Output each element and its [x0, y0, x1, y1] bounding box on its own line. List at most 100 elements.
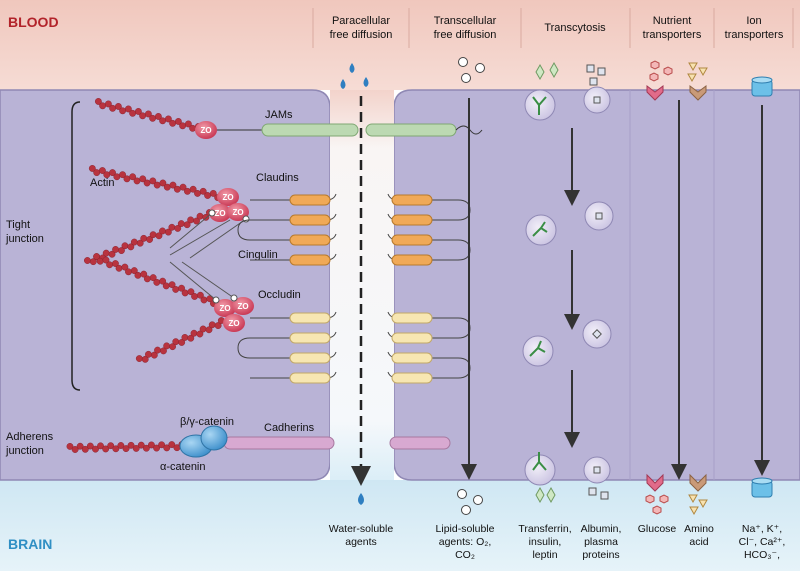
jam-protein-left: [261, 123, 359, 137]
actin-bead: [76, 442, 84, 450]
cingulin-label: Cingulin: [238, 249, 278, 261]
actin-bead: [178, 339, 186, 346]
zo-label: ZO: [222, 193, 233, 202]
actin-bead: [149, 177, 157, 185]
caption-amino-1: Amino: [684, 523, 714, 535]
adherens-junction-label-1: Adherens: [6, 431, 54, 443]
actin-bead: [127, 243, 135, 251]
zo-protein: [217, 188, 239, 206]
water-drop-icon: [363, 77, 369, 87]
cadherin-left: [223, 436, 335, 450]
actin-bead: [135, 355, 143, 362]
caption-ions-2: Cl⁻, Ca²⁺,: [739, 536, 786, 548]
actin-label: Actin: [90, 177, 114, 189]
actin-bead: [146, 236, 153, 243]
alpha-catenin-label: α-catenin: [160, 461, 206, 473]
actin-bead: [187, 288, 195, 296]
zo-protein: [223, 314, 245, 332]
ion-channel-top: [751, 76, 773, 97]
actin-bead: [158, 441, 166, 449]
blood-title: BLOOD: [8, 14, 59, 30]
actin-bead: [159, 277, 167, 285]
occludin-label: Occludin: [258, 289, 301, 301]
actin-bead: [109, 104, 117, 112]
actin-bead: [92, 445, 99, 453]
header-nutrient-2: transporters: [643, 29, 702, 41]
actin-bead: [127, 441, 135, 449]
water-drop-icon: [358, 493, 364, 505]
actin-bead: [102, 249, 110, 257]
actin-bead: [184, 120, 192, 128]
actin-bead: [115, 264, 123, 272]
zo-label: ZO: [232, 208, 243, 217]
actin-bead: [102, 445, 110, 453]
actin-bead: [205, 326, 213, 334]
tight-junction-protein: [391, 352, 433, 364]
tight-junction-bracket: [71, 101, 81, 391]
actin-bead: [173, 185, 181, 193]
actin-bead: [159, 227, 166, 235]
actin-bead: [88, 165, 96, 172]
membrane-loop: [237, 337, 251, 359]
tight-junction-protein: [391, 254, 433, 266]
zo-protein: [227, 203, 249, 221]
actin-bead: [200, 296, 208, 304]
beta-gamma-catenin: [200, 425, 228, 451]
actin-bead: [84, 257, 91, 264]
actin-bead: [164, 228, 172, 236]
actin-bead: [139, 112, 147, 120]
tight-junction-protein: [289, 194, 331, 206]
transcytosis-brain-molecules: [535, 486, 609, 504]
actin-bead: [208, 321, 216, 329]
actin-bead: [159, 117, 167, 125]
actin-bead: [142, 444, 150, 452]
actin-bead: [133, 177, 141, 185]
actin-bead: [154, 113, 162, 120]
actin-bead: [163, 183, 171, 191]
tight-junction-protein: [391, 234, 433, 246]
actin-bead: [104, 100, 112, 108]
actin-bead: [172, 286, 180, 293]
actin-bead: [163, 444, 171, 452]
actin-bead: [174, 118, 182, 125]
cingulin-links: [169, 209, 250, 304]
actin-bead: [113, 173, 121, 181]
actin-bead: [123, 175, 131, 183]
zo-protein: [232, 297, 254, 315]
actin-bead: [112, 445, 120, 453]
actin-bead: [107, 442, 115, 450]
caption-albumin-3: proteins: [582, 549, 619, 561]
actin-bead: [163, 342, 171, 350]
actin-bead: [168, 441, 176, 448]
actin-bead: [154, 346, 161, 354]
actin-bead: [119, 107, 127, 115]
glucose-transporter-bottom: [646, 473, 664, 492]
jams-label: JAMs: [265, 109, 293, 121]
zo-label: ZO: [219, 304, 230, 313]
actin-bead: [125, 268, 132, 276]
paracellular-space: [330, 90, 394, 480]
zo-protein: [214, 299, 236, 317]
actin-bead: [109, 169, 116, 176]
actin-bead: [99, 102, 107, 110]
actin-bead: [129, 173, 137, 181]
actin-bead: [164, 115, 172, 123]
tight-junction-protein: [391, 214, 433, 226]
cadherins-label: Cadherins: [264, 422, 315, 434]
actin-bead: [189, 124, 197, 132]
membrane-loop: [237, 219, 251, 241]
claudins-label: Claudins: [256, 172, 299, 184]
actin-bead: [183, 221, 191, 229]
actin-bead: [136, 239, 144, 247]
beta-gamma-catenin-label: β/γ-catenin: [180, 416, 234, 428]
header-ion-1: Ion: [746, 15, 761, 27]
actin-bead: [159, 179, 167, 187]
actin-bead: [178, 284, 185, 292]
actin-bead: [122, 445, 130, 452]
actin-bead: [117, 442, 125, 449]
actin-bead: [81, 445, 89, 453]
actin-bead: [93, 169, 101, 177]
actin-bead: [130, 238, 138, 246]
actin-bead: [119, 171, 126, 179]
